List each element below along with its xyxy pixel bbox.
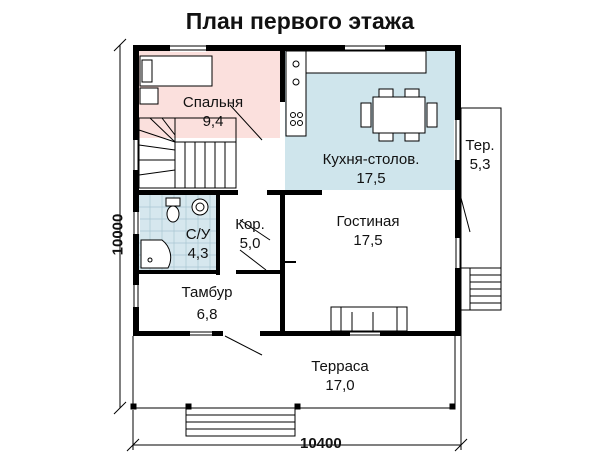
room-area: 9,4 bbox=[202, 113, 224, 130]
room-label-vestibule: Тамбур 6,8 bbox=[162, 283, 252, 324]
room-name: Гостиная bbox=[336, 213, 400, 230]
dimension-width: 10400 bbox=[300, 435, 342, 452]
room-label-kitchen: Кухня-столов. 17,5 bbox=[306, 150, 436, 188]
room-area: 17,5 bbox=[356, 170, 386, 187]
room-area: 6,8 bbox=[196, 306, 218, 323]
room-label-bathroom: С/У 4,3 bbox=[180, 225, 216, 263]
room-name: Кухня-столов. bbox=[322, 151, 420, 168]
room-name: Тамбур bbox=[181, 284, 233, 301]
room-area: 4,3 bbox=[187, 245, 209, 262]
room-label-corridor: Кор. 5,0 bbox=[230, 215, 270, 253]
bed-icon bbox=[139, 55, 213, 105]
kitchen-counter-icon bbox=[285, 50, 427, 137]
room-name: Кор. bbox=[235, 216, 265, 233]
shower-icon bbox=[140, 239, 172, 269]
doors bbox=[224, 104, 296, 356]
front-terrace bbox=[130, 336, 456, 437]
dimension-height: 10000 bbox=[109, 213, 127, 256]
room-label-terrace: Терраса 17,0 bbox=[290, 357, 390, 395]
dimension-lines bbox=[113, 38, 468, 452]
side-terrace bbox=[460, 107, 502, 311]
plan-title: План первого этажа bbox=[185, 8, 415, 34]
sofa-icon bbox=[330, 306, 408, 332]
room-label-side-terrace: Тер. 5,3 bbox=[458, 136, 502, 174]
toilet-icon bbox=[165, 197, 181, 223]
room-area: 5,3 bbox=[469, 156, 491, 173]
room-area: 17,5 bbox=[353, 232, 383, 249]
room-name: Спальня bbox=[182, 94, 244, 111]
windows bbox=[132, 44, 462, 337]
room-name: С/У bbox=[185, 226, 211, 243]
inner-walls bbox=[133, 50, 322, 336]
room-area: 5,0 bbox=[239, 235, 261, 252]
room-name: Тер. bbox=[465, 137, 495, 154]
staircase bbox=[138, 117, 237, 189]
dining-table-icon bbox=[360, 88, 438, 142]
room-label-bedroom: Спальня 9,4 bbox=[168, 93, 258, 131]
room-area: 17,0 bbox=[325, 377, 355, 394]
bathroom-tile-grid bbox=[138, 195, 216, 273]
room-name: Терраса bbox=[311, 358, 369, 375]
sink-icon bbox=[191, 198, 209, 216]
room-label-living: Гостиная 17,5 bbox=[318, 212, 418, 250]
